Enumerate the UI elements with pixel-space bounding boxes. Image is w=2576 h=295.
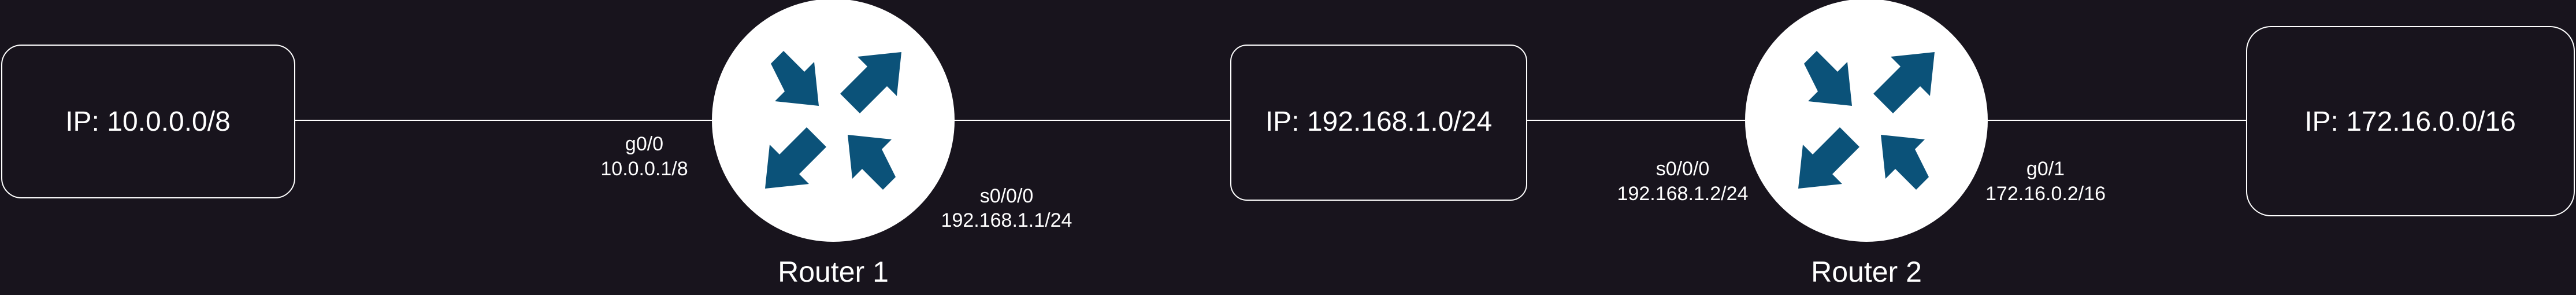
interface-name: s0/0/0 [980, 185, 1034, 207]
network-box-1[interactable]: IP: 10.0.0.0/8 [1, 45, 295, 198]
network-label: IP: 192.168.1.0/24 [1265, 106, 1492, 137]
interface-name: s0/0/0 [1656, 158, 1710, 180]
router-1[interactable]: Router 1 [712, 0, 955, 288]
network-label: IP: 172.16.0.0/16 [2304, 106, 2516, 137]
interface-address: 192.168.1.1/24 [941, 209, 1072, 231]
interface-address: 10.0.0.1/8 [600, 158, 688, 180]
network-box-2[interactable]: IP: 192.168.1.0/24 [1230, 45, 1527, 201]
interface-address: 172.16.0.2/16 [1985, 183, 2106, 205]
interface-address: 192.168.1.2/24 [1617, 183, 1749, 205]
interface-name: g0/0 [625, 133, 663, 155]
interface-name: g0/1 [2026, 158, 2065, 180]
network-box-3[interactable]: IP: 172.16.0.0/16 [2246, 26, 2575, 216]
router-name: Router 1 [778, 256, 889, 288]
router-2[interactable]: Router 2 [1745, 0, 1988, 288]
interface-labels: g0/0 10.0.0.1/8 s0/0/0 192.168.1.1/24 s0… [600, 133, 2106, 231]
network-label: IP: 10.0.0.0/8 [65, 106, 231, 137]
router-name: Router 2 [1811, 256, 1922, 288]
